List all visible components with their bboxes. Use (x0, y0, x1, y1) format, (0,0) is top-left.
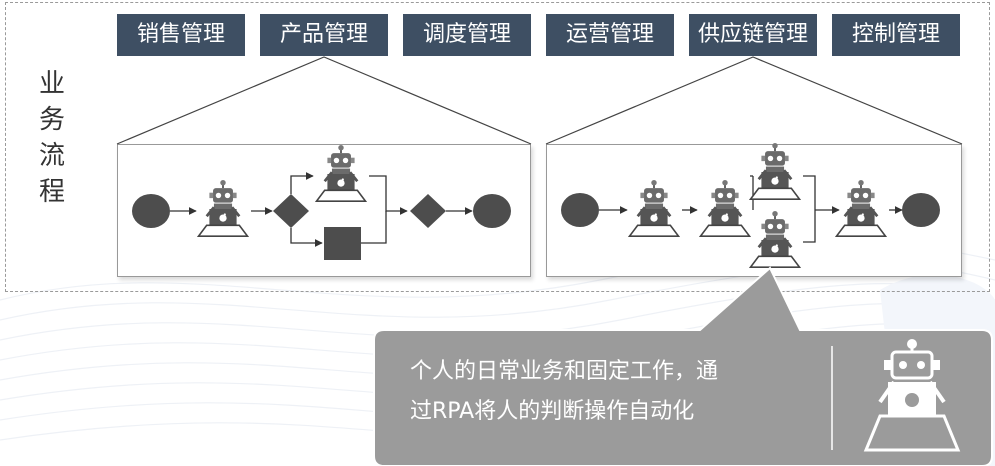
robot-icon (863, 339, 961, 452)
end-node (902, 193, 940, 227)
decision-node (273, 194, 309, 228)
category-dispatch: 调度管理 (403, 14, 531, 56)
end-node (473, 194, 511, 228)
category-product: 产品管理 (260, 14, 388, 56)
robot-icon (699, 180, 751, 238)
robot-icon (749, 143, 801, 201)
robot-icon (749, 211, 801, 269)
left-process (132, 145, 511, 260)
robot-icon (315, 145, 367, 203)
category-sales: 销售管理 (117, 14, 245, 56)
callout-text: 个人的日常业务和固定工作，通 过RPA将人的判断操作自动化 (410, 352, 820, 432)
robot-icon (835, 180, 887, 238)
process-node (324, 227, 361, 260)
callout-divider (831, 346, 833, 450)
category-supply-chain: 供应链管理 (689, 14, 817, 56)
callout-line-1: 个人的日常业务和固定工作，通 (410, 359, 719, 384)
business-process-frame (5, 2, 990, 292)
apple-logo-icon (905, 393, 919, 407)
side-label: 业务流程 (38, 69, 65, 207)
robot-icon (628, 180, 680, 238)
right-process (561, 143, 940, 269)
funnel-left (116, 56, 532, 145)
funnel-right (545, 56, 963, 145)
robot-icon (197, 180, 249, 238)
start-node (132, 194, 170, 228)
decision-node (410, 194, 446, 228)
category-operations: 运营管理 (546, 14, 674, 56)
callout-line-2: 过RPA将人的判断操作自动化 (410, 399, 695, 424)
start-node (561, 193, 599, 227)
category-control: 控制管理 (832, 14, 960, 56)
